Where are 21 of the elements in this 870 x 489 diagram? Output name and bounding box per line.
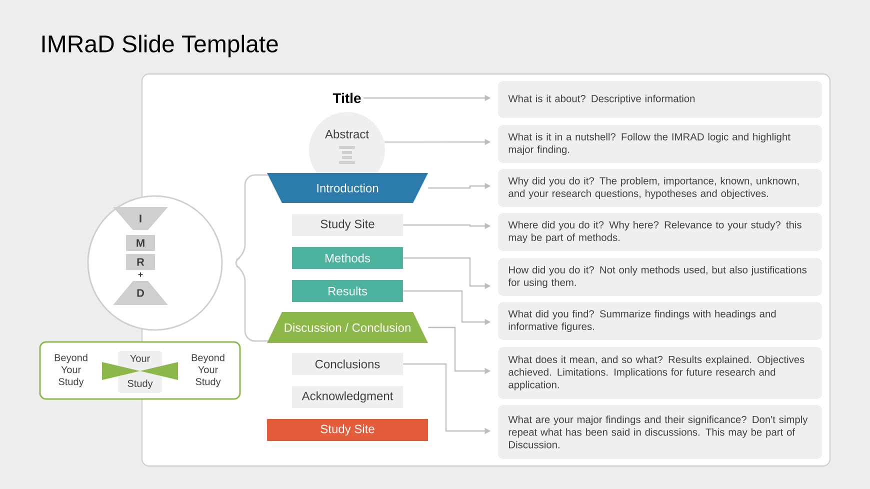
- description-box: What is it in a nutshell? Follow the IMRAD logic and highlight major finding.: [498, 125, 822, 163]
- section-trapezoid: I: [113, 207, 168, 230]
- description-box: How did you do it? Not only methods used, but also justifications for using them.: [498, 258, 822, 296]
- description-box: What does it mean, and so what? Results explained. Objectives achieved. Limitations. Implications for future research and application.: [498, 347, 822, 399]
- description-box: Where did you do it? Why here? Relevance to your study? this may be part of methods.: [498, 213, 822, 251]
- description-box: What are your major findings and their significance? Don't simply repeat what has been said in discussions. This may be part of Discussion.: [498, 405, 822, 459]
- section-trapezoid: D: [113, 281, 168, 305]
- section-box: M: [126, 235, 155, 251]
- description-box: What is it about? Descriptive information: [498, 81, 822, 118]
- section-box: Methods: [292, 247, 403, 269]
- section-box: Results: [292, 280, 403, 302]
- slide-title: IMRaD Slide Template: [42, 34, 278, 58]
- heading-text: Title: [332, 92, 361, 104]
- section-box: Study Site: [267, 419, 428, 441]
- section-box: R: [126, 254, 155, 270]
- section-box: Conclusions: [292, 353, 403, 375]
- section-box: Study Site: [292, 214, 403, 236]
- description-box: What did you find? Summarize findings with headings and informative figures.: [498, 302, 822, 340]
- section-box: Acknowledgment: [292, 386, 403, 408]
- description-box: Why did you do it? The problem, importance, known, unknown, and your research questions, hypotheses and objectives.: [498, 169, 822, 207]
- plus-sign: +: [138, 272, 143, 277]
